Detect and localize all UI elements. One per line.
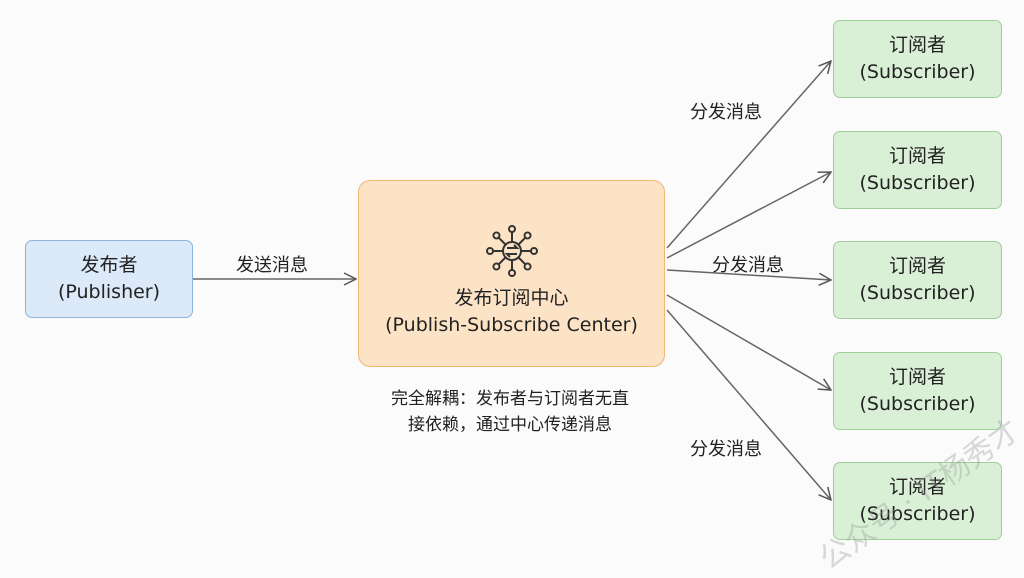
subscriber-title: 订阅者 [888,366,946,388]
pubsub-center-node: 发布订阅中心 (Publish-Subscribe Center) [358,180,665,367]
subscriber-node-3: 订阅者 (Subscriber) [833,241,1002,319]
distribute-label-middle: 分发消息 [712,255,784,276]
arrow-to-subscriber-5 [666,309,831,500]
subscriber-title: 订阅者 [888,34,946,56]
subscriber-subtitle: (Subscriber) [859,282,976,304]
hub-exchange-icon [485,224,538,277]
send-message-label: 发送消息 [236,255,308,276]
subscriber-node-2: 订阅者 (Subscriber) [833,131,1002,209]
subscriber-subtitle: (Subscriber) [859,172,976,194]
arrow-to-subscriber-2 [666,172,831,259]
distribute-label-bottom: 分发消息 [690,439,762,460]
publisher-node: 发布者 (Publisher) [25,240,193,318]
decoupling-caption: 完全解耦：发布者与订阅者无直 接依赖，通过中心传递消息 [350,386,670,438]
subscriber-subtitle: (Subscriber) [859,61,976,83]
distribute-label-top: 分发消息 [690,102,762,123]
connector-arrows [193,0,1024,559]
subscriber-subtitle: (Subscriber) [859,393,976,415]
arrow-to-subscriber-4 [666,294,831,390]
publisher-title: 发布者 [80,254,138,276]
subscriber-subtitle: (Subscriber) [859,503,976,525]
arrow-to-subscriber-3 [666,269,831,280]
publisher-subtitle: (Publisher) [57,281,161,303]
arrow-to-subscriber-1 [666,61,831,249]
subscriber-title: 订阅者 [888,476,946,498]
subscriber-node-1: 订阅者 (Subscriber) [833,20,1002,98]
subscriber-node-5: 订阅者 (Subscriber) [833,462,1002,540]
center-subtitle: (Publish-Subscribe Center) [385,313,638,336]
subscriber-title: 订阅者 [888,145,946,167]
subscriber-title: 订阅者 [888,255,946,277]
caption-line-1: 完全解耦：发布者与订阅者无直 [391,389,629,409]
subscriber-node-4: 订阅者 (Subscriber) [833,352,1002,430]
center-title: 发布订阅中心 [454,286,569,309]
caption-line-2: 接依赖，通过中心传递消息 [408,415,612,435]
